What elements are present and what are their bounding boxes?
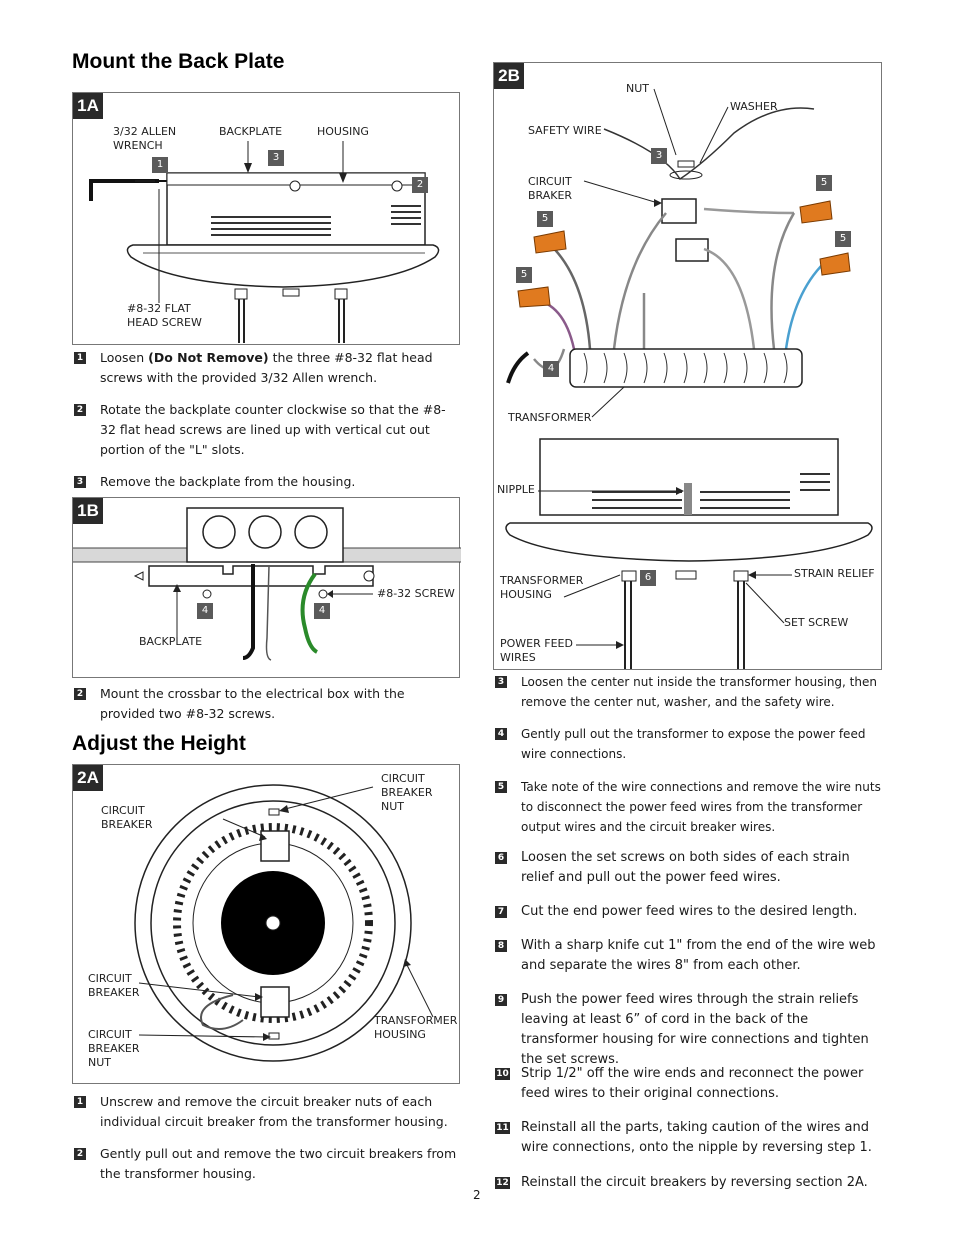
callout-4: 4 — [197, 603, 213, 619]
step-2b-11: 11 Reinstall all the parts, taking cauti… — [495, 1118, 881, 1158]
step-number: 6 — [495, 852, 507, 864]
label-flat-head-screw: #8-32 FLAT HEAD SCREW — [127, 302, 202, 329]
step-number: 2 — [74, 688, 86, 700]
panel-2b: 2B — [493, 62, 882, 670]
callout-5: 5 — [835, 231, 851, 247]
step-number: 4 — [495, 728, 507, 740]
label-circuit-breaker-nut: CIRCUIT BREAKER NUT — [381, 772, 433, 813]
step-number: 11 — [495, 1122, 510, 1134]
callout-5: 5 — [537, 211, 553, 227]
diagram-transformer-wiring — [505, 88, 873, 669]
step-text: Cut the end power feed wires to the desi… — [521, 904, 858, 919]
label-circuit-braker: CIRCUIT BRAKER — [528, 175, 573, 202]
label-backplate: BACKPLATE — [139, 635, 203, 648]
step-number: 10 — [495, 1068, 510, 1080]
step-text: With a sharp knife cut 1" from the end o… — [521, 938, 876, 973]
step-number: 5 — [495, 781, 507, 793]
label-circuit-breaker: CIRCUIT BREAKER — [101, 804, 153, 831]
callout-4: 4 — [314, 603, 330, 619]
step-text: Take note of the wire connections and re… — [521, 780, 881, 834]
label-safety-wire: SAFETY WIRE — [528, 124, 602, 137]
step-2b-4: 4 Gently pull out the transformer to exp… — [495, 724, 881, 764]
step-number: 8 — [495, 940, 507, 952]
step-2b-5: 5 Take note of the wire connections and … — [495, 777, 881, 837]
label-strain-relief: STRAIN RELIEF — [794, 567, 875, 580]
step-text: Mount the crossbar to the electrical box… — [100, 686, 405, 721]
label-backplate: BACKPLATE — [219, 125, 283, 138]
step-text-bold: (Do Not Remove) — [148, 350, 269, 365]
panel-1b: 1B BACKPLATE #8-32 SCREW 4 4 — [72, 497, 461, 678]
step-number: 9 — [495, 994, 507, 1006]
panel-tag: 2A — [73, 765, 103, 791]
step-text: Gently pull out the transformer to expos… — [521, 727, 866, 761]
step-2b-3: 3 Loosen the center nut inside the trans… — [495, 672, 881, 712]
label-power-feed-wires: POWER FEED WIRES — [500, 637, 573, 664]
step-text: Reinstall the circuit breakers by revers… — [521, 1175, 868, 1190]
step-text: Gently pull out and remove the two circu… — [100, 1146, 457, 1181]
label-transformer: TRANSFORMER — [508, 411, 592, 424]
label-washer: WASHER — [730, 100, 778, 113]
step-2b-12: 12 Reinstall the circuit breakers by rev… — [495, 1173, 881, 1193]
diagram-circuit-breakers — [134, 784, 434, 1062]
diagram-crossbar — [73, 507, 461, 661]
step-number: 2 — [74, 1148, 86, 1160]
callout-3: 3 — [651, 148, 667, 164]
step-text: Reinstall all the parts, taking caution … — [521, 1120, 872, 1155]
panel-tag: 1B — [73, 498, 103, 524]
step-number: 7 — [495, 906, 507, 918]
label-nut: NUT — [626, 82, 649, 95]
step-2b-8: 8 With a sharp knife cut 1" from the end… — [495, 936, 881, 976]
label-circuit-breaker: CIRCUIT BREAKER — [88, 972, 140, 999]
step-2b-6: 6 Loosen the set screws on both sides of… — [495, 848, 881, 888]
step-2b-9: 9 Push the power feed wires through the … — [495, 990, 881, 1070]
callout-1: 1 — [152, 157, 168, 173]
step-1a-2: 2 Rotate the backplate counter clockwise… — [74, 400, 460, 460]
label-allen-wrench: 3/32 ALLEN WRENCH — [113, 125, 177, 152]
section-title-adjust: Adjust the Height — [72, 732, 246, 755]
label-screw: #8-32 SCREW — [377, 587, 455, 600]
step-1a-1: 1 Loosen (Do Not Remove) the three #8-32… — [74, 348, 460, 388]
label-set-screw: SET SCREW — [784, 616, 849, 629]
callout-4: 4 — [543, 361, 559, 377]
step-text: Strip 1/2" off the wire ends and reconne… — [521, 1066, 864, 1101]
step-number: 2 — [74, 404, 86, 416]
step-text: Push the power feed wires through the st… — [521, 992, 869, 1067]
label-nipple: NIPPLE — [497, 483, 535, 496]
step-text: Remove the backplate from the housing. — [100, 474, 356, 489]
label-housing: HOUSING — [317, 125, 369, 138]
step-number: 3 — [74, 476, 86, 488]
panel-tag: 2B — [494, 63, 524, 89]
step-number: 3 — [495, 676, 507, 688]
panel-1a: 1A 3/32 ALLEN WRENCH B — [72, 92, 460, 345]
step-text: the three #8-32 flat head screws with th… — [100, 350, 433, 385]
callout-3: 3 — [268, 150, 284, 166]
step-number: 12 — [495, 1177, 510, 1189]
callout-6: 6 — [640, 570, 656, 586]
step-text: Rotate the backplate counter clockwise s… — [100, 402, 446, 457]
label-circuit-breaker-nut: CIRCUIT BREAKER NUT — [88, 1028, 140, 1069]
callout-2: 2 — [412, 177, 428, 193]
step-text: Loosen the center nut inside the transfo… — [521, 675, 877, 709]
label-transformer-housing: TRANSFORMER HOUSING — [500, 574, 584, 601]
step-1b-2: 2 Mount the crossbar to the electrical b… — [74, 684, 460, 724]
step-2b-10: 10 Strip 1/2" off the wire ends and reco… — [495, 1064, 881, 1104]
callout-5: 5 — [516, 267, 532, 283]
page-number: 2 — [473, 1188, 481, 1202]
step-2a-1: 1 Unscrew and remove the circuit breaker… — [74, 1092, 460, 1132]
section-title-mount: Mount the Back Plate — [72, 50, 285, 73]
step-number: 1 — [74, 1096, 86, 1108]
panel-2a: 2A CIRCUIT BREAKER CIRCUIT BREAKER NUT C… — [72, 764, 460, 1084]
step-2a-2: 2 Gently pull out and remove the two cir… — [74, 1144, 460, 1184]
step-text: Loosen — [100, 350, 149, 365]
diagram-mount-backplate — [89, 141, 440, 343]
step-1a-3: 3 Remove the backplate from the housing. — [74, 472, 460, 492]
panel-tag: 1A — [73, 93, 103, 119]
step-text: Unscrew and remove the circuit breaker n… — [100, 1094, 448, 1129]
step-number: 1 — [74, 352, 86, 364]
step-2b-7: 7 Cut the end power feed wires to the de… — [495, 902, 881, 922]
step-text: Loosen the set screws on both sides of e… — [521, 850, 850, 885]
label-transformer-housing: TRANSFORMER HOUSING — [374, 1014, 458, 1041]
callout-5: 5 — [816, 175, 832, 191]
